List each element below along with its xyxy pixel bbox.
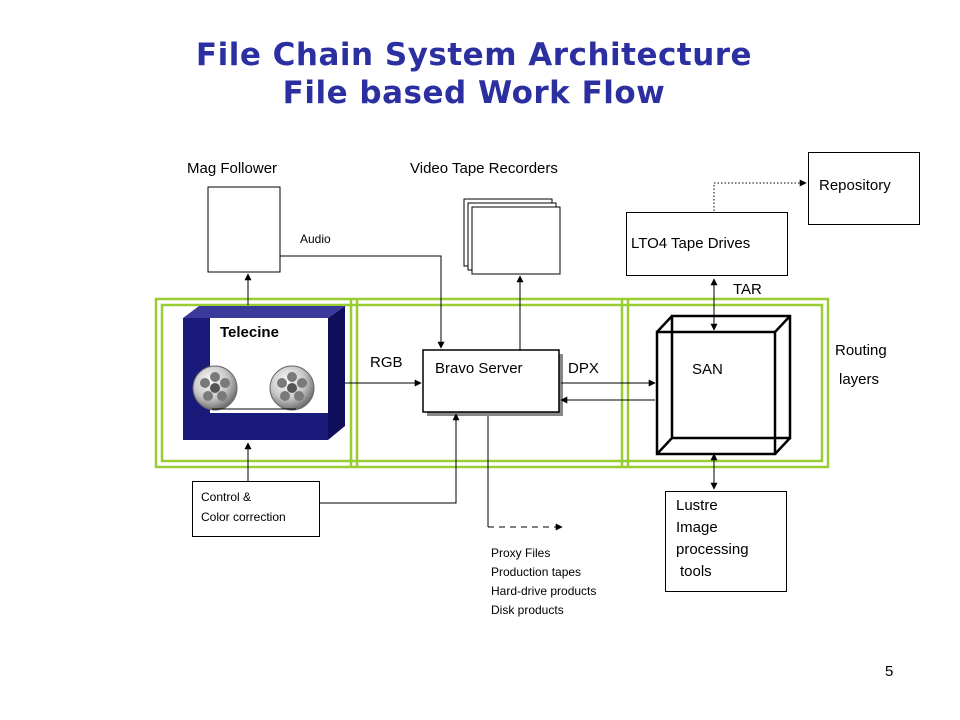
- san-label: SAN: [692, 361, 723, 378]
- repository-link: [713, 179, 807, 211]
- outputs-list: Proxy Files Production tapes Hard-drive …: [491, 544, 596, 620]
- control-color-box: Control & Color correction: [192, 481, 320, 537]
- connector-lines: [244, 255, 718, 531]
- title-line-2: File based Work Flow: [282, 75, 666, 111]
- control-label-2: Color correction: [201, 510, 286, 524]
- lto4-label: LTO4 Tape Drives: [631, 235, 751, 252]
- lustre-label-1: Lustre: [676, 497, 718, 514]
- telecine-label: Telecine: [220, 324, 279, 341]
- video-tape-recorders-stack: [463, 198, 561, 275]
- repository-box: Repository: [808, 152, 920, 225]
- dpx-label: DPX: [568, 360, 599, 377]
- tar-label: TAR: [733, 281, 762, 298]
- lustre-label-2: Image: [676, 519, 718, 536]
- mag-follower-box: [207, 186, 281, 273]
- title-line-1: File Chain System Architecture: [195, 37, 753, 73]
- repository-label: Repository: [819, 177, 891, 194]
- control-label-1: Control &: [201, 490, 252, 504]
- routing-label-1: Routing: [835, 342, 887, 359]
- lustre-label-3: processing: [676, 541, 749, 558]
- output-item: Hard-drive products: [491, 584, 597, 598]
- output-item: Production tapes: [491, 565, 582, 579]
- film-reel-icon: [269, 365, 315, 411]
- film-reel-icon: [192, 365, 238, 411]
- output-item: Proxy Files: [491, 546, 551, 560]
- rgb-label: RGB: [370, 354, 403, 371]
- audio-label: Audio: [300, 232, 331, 246]
- lustre-label-4: tools: [680, 563, 712, 580]
- output-item: Disk products: [491, 603, 564, 617]
- bravo-server-box: [422, 349, 560, 413]
- page-number: 5: [885, 663, 894, 680]
- lustre-box: Lustre Image processing tools: [665, 491, 787, 592]
- routing-label-2: layers: [839, 371, 880, 388]
- bravo-server-label: Bravo Server: [435, 360, 523, 377]
- lto4-box: LTO4 Tape Drives: [626, 212, 788, 276]
- san-cube: [655, 314, 792, 456]
- mag-follower-label: Mag Follower: [187, 160, 278, 177]
- video-tape-recorders-label: Video Tape Recorders: [410, 160, 558, 177]
